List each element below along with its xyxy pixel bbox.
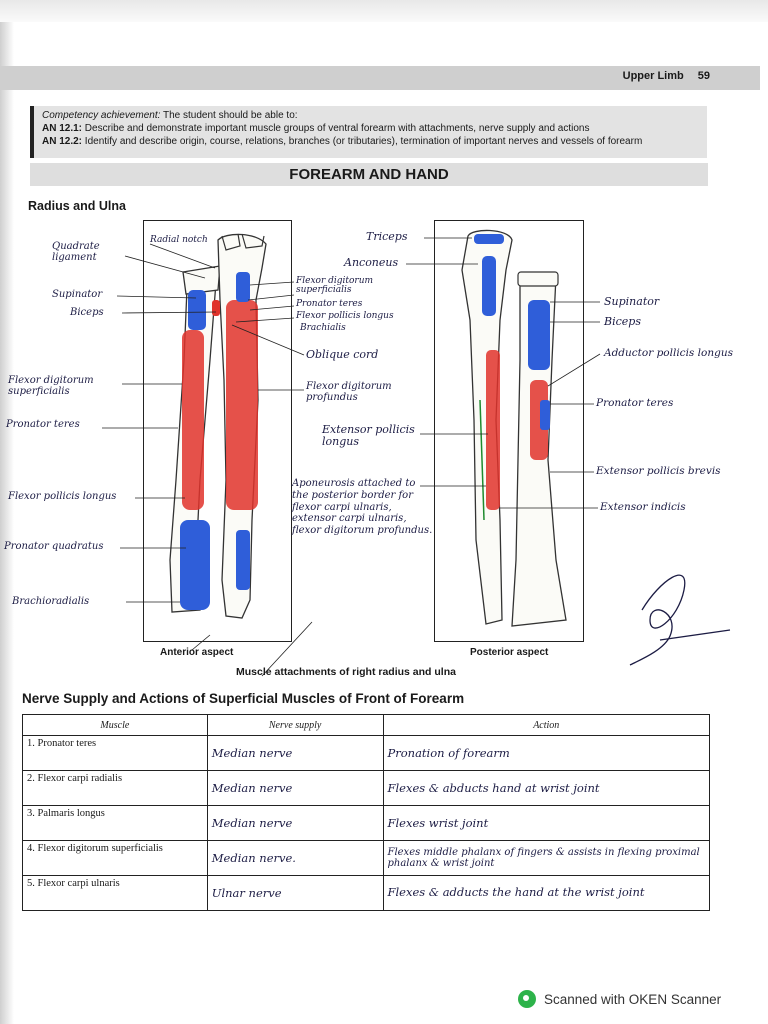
ulna-olecranon [221,233,265,251]
competency-intro-label: Competency achievement: [42,110,161,121]
cell-muscle: 4. Flexor digitorum superficialis [22,840,208,876]
cell-nerve: Median nerve. [206,840,384,876]
muscle-supinator-blue [236,272,250,302]
label-brachialis: Brachialis [300,323,346,333]
cell-muscle: 5. Flexor carpi ulnaris [22,875,208,911]
label-pronator-quadratus: Pronator quadratus [4,541,104,552]
muscle-biceps-red [212,300,220,316]
label-fds-right: Flexor digitorum superficialis [296,276,374,296]
cell-nerve: Median nerve [206,770,384,806]
label-epl: Extensor pollicis longus [322,423,415,448]
label-fpl-right: Flexor pollicis longus [296,311,394,321]
figure-caption: Muscle attachments of right radius and u… [236,666,456,678]
interosseous-line [479,399,485,521]
table-row: 1. Pronator teres Median nerve Pronation… [22,735,710,771]
cell-action: Flexes middle phalanx of fingers & assis… [382,840,710,876]
header-section: Upper Limb [622,70,684,82]
label-radial-notch: Radial notch [150,235,208,245]
nerve-supply-table: Muscle Nerve supply Action 1. Pronator t… [22,714,710,911]
muscle-pq-ulna-blue [236,530,250,590]
label-fpl-left: Flexor pollicis longus [8,491,117,502]
label-pronator-teres-post: Pronator teres [596,397,674,409]
muscle-supinator-post-blue [528,300,550,370]
label-biceps-post: Biceps [604,315,641,328]
competency-item-1: AN 12.1: Describe and demonstrate import… [42,122,699,135]
label-oblique-cord: Oblique cord [306,348,379,361]
posterior-figure-box [434,220,584,642]
section-title: Radius and Ulna [28,199,126,213]
anterior-radius-head [182,265,221,295]
header-nerve-supply: Nerve supply [206,714,384,736]
posterior-radius-head [517,271,559,287]
muscle-pq-blue [180,520,210,610]
scanner-text: Scanned with OKEN Scanner [544,991,722,1007]
signature-scribble [629,574,731,666]
label-triceps: Triceps [366,230,408,243]
cell-nerve: Ulnar nerve [206,875,384,911]
competency-code-2: AN 12.2: [42,136,83,148]
label-apl: Adductor pollicis longus [604,347,733,359]
muscle-fds-red [226,300,258,510]
label-quadrate-ligament: Quadrate ligament [52,241,100,263]
label-fds-left: Flexor digitorum superficialis [8,375,94,397]
cell-action: Flexes & adducts the hand at the wrist j… [382,875,710,911]
table-row: 5. Flexor carpi ulnaris Ulnar nerve Flex… [22,875,710,911]
label-pronator-teres-left: Pronator teres [6,419,80,430]
cell-nerve: Median nerve [206,805,384,841]
running-header: Upper Limb 59 [0,66,760,90]
header-action: Action [382,714,710,736]
label-aponeurosis: Aponeurosis attached to the posterior bo… [292,478,433,537]
table-row: 4. Flexor digitorum superficialis Median… [22,840,710,876]
label-fdp-right: Flexor digitorum profundus [306,381,392,403]
cell-muscle: 2. Flexor carpi radialis [22,770,208,806]
muscle-fpl-red [182,330,204,510]
cell-muscle: 1. Pronator teres [22,735,208,771]
cell-action: Flexes wrist joint [382,805,710,841]
label-anconeus: Anconeus [344,256,399,269]
label-brachioradialis: Brachioradialis [12,596,90,607]
cell-action: Pronation of forearm [382,735,710,771]
muscle-ext-red-post [486,350,500,510]
muscle-radius-blue [188,290,206,330]
label-biceps-ant: Biceps [70,307,104,318]
chapter-title: FOREARM AND HAND [30,163,708,186]
scanner-logo-icon [518,990,536,1008]
label-supinator-post: Supinator [604,295,660,308]
competency-code-1: AN 12.1: [42,123,83,135]
competency-item-2: AN 12.2: Identify and describe origin, c… [42,135,699,148]
label-pronator-teres-right: Pronator teres [296,299,363,309]
page-shadow [0,0,14,1024]
previous-page-edge [0,0,768,22]
posterior-aspect-label: Posterior aspect [470,647,549,658]
cell-muscle: 3. Palmaris longus [22,805,208,841]
table-row: 2. Flexor carpi radialis Median nerve Fl… [22,770,710,806]
anterior-aspect-label: Anterior aspect [160,647,234,658]
cell-action: Flexes & abducts hand at wrist joint [382,770,710,806]
table-row: 3. Palmaris longus Median nerve Flexes w… [22,805,710,841]
muscle-anconeus-blue [482,256,496,316]
label-extensor-indicis: Extensor indicis [600,501,686,513]
header-page-number: 59 [697,70,710,82]
leader-lines [102,237,601,677]
table-header-row: Muscle Nerve supply Action [22,714,710,736]
competency-box: Competency achievement: The student shou… [30,106,707,158]
competency-text-1: Describe and demonstrate important muscl… [82,123,590,135]
label-supinator-ant: Supinator [52,289,103,300]
muscle-triceps-blue [474,234,504,244]
cell-nerve: Median nerve [206,735,384,771]
header-muscle: Muscle [22,714,208,736]
competency-intro: Competency achievement: The student shou… [42,109,699,122]
competency-text-2: Identify and describe origin, course, re… [82,136,643,148]
muscle-pt-blue-post [540,400,550,430]
label-epb: Extensor pollicis brevis [596,465,721,477]
scanner-watermark: Scanned with OKEN Scanner [518,990,721,1008]
competency-intro-rest: The student should be able to: [160,110,298,121]
table-title: Nerve Supply and Actions of Superficial … [22,691,465,706]
header-text: Upper Limb 59 [609,70,710,82]
